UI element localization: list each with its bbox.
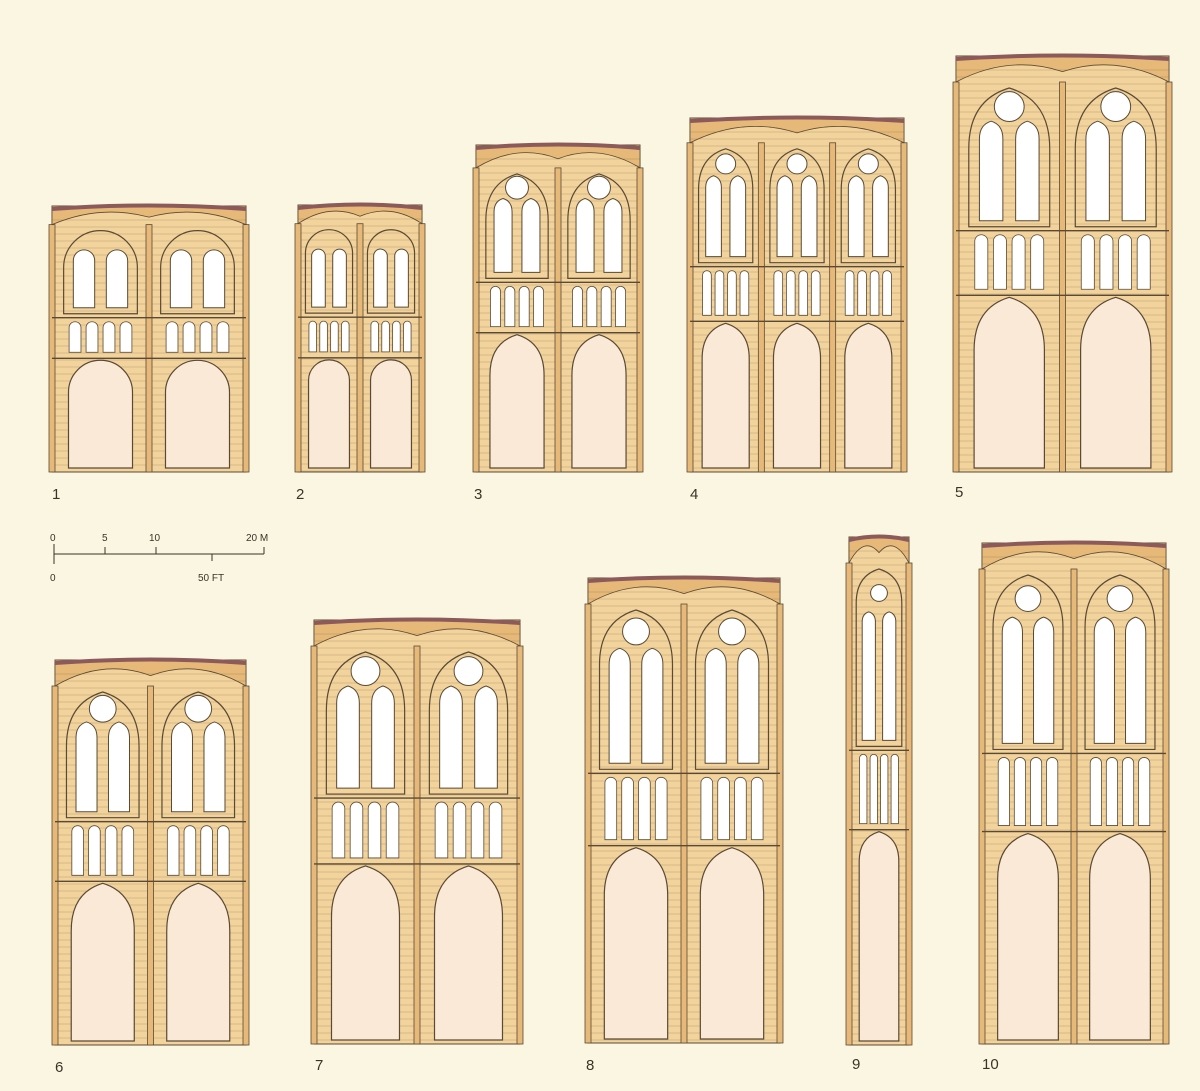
elevation-label-2: 2 bbox=[296, 486, 304, 503]
elevation-label-4: 4 bbox=[690, 486, 698, 503]
elevation-label-5: 5 bbox=[955, 484, 963, 501]
elevation-7 bbox=[310, 617, 524, 1045]
elevation-label-1: 1 bbox=[52, 486, 60, 503]
scale-metric-5: 5 bbox=[102, 533, 108, 544]
elevation-label-3: 3 bbox=[474, 486, 482, 503]
elevation-1 bbox=[48, 203, 250, 473]
scale-metric-10: 10 bbox=[149, 533, 161, 544]
elevation-label-6: 6 bbox=[55, 1059, 63, 1076]
elevation-label-7: 7 bbox=[315, 1057, 323, 1074]
elevation-6 bbox=[51, 657, 250, 1046]
elevation-10 bbox=[978, 540, 1170, 1045]
elevation-5 bbox=[952, 53, 1173, 473]
scale-imperial-0: 0 bbox=[50, 573, 56, 584]
elevation-2 bbox=[294, 202, 426, 473]
elevation-3 bbox=[472, 142, 644, 473]
elevation-8 bbox=[584, 575, 784, 1044]
scale-bar bbox=[53, 544, 265, 564]
scale-imperial-50: 50 FT bbox=[198, 573, 224, 584]
elevations bbox=[48, 53, 1173, 1046]
elevation-label-9: 9 bbox=[852, 1056, 860, 1073]
scale-metric-0: 0 bbox=[50, 533, 56, 544]
elevation-4 bbox=[686, 115, 908, 473]
elevation-label-10: 10 bbox=[982, 1056, 999, 1073]
scale-metric-20: 20 M bbox=[246, 533, 268, 544]
elevation-label-8: 8 bbox=[586, 1057, 594, 1074]
elevation-9 bbox=[845, 534, 913, 1046]
